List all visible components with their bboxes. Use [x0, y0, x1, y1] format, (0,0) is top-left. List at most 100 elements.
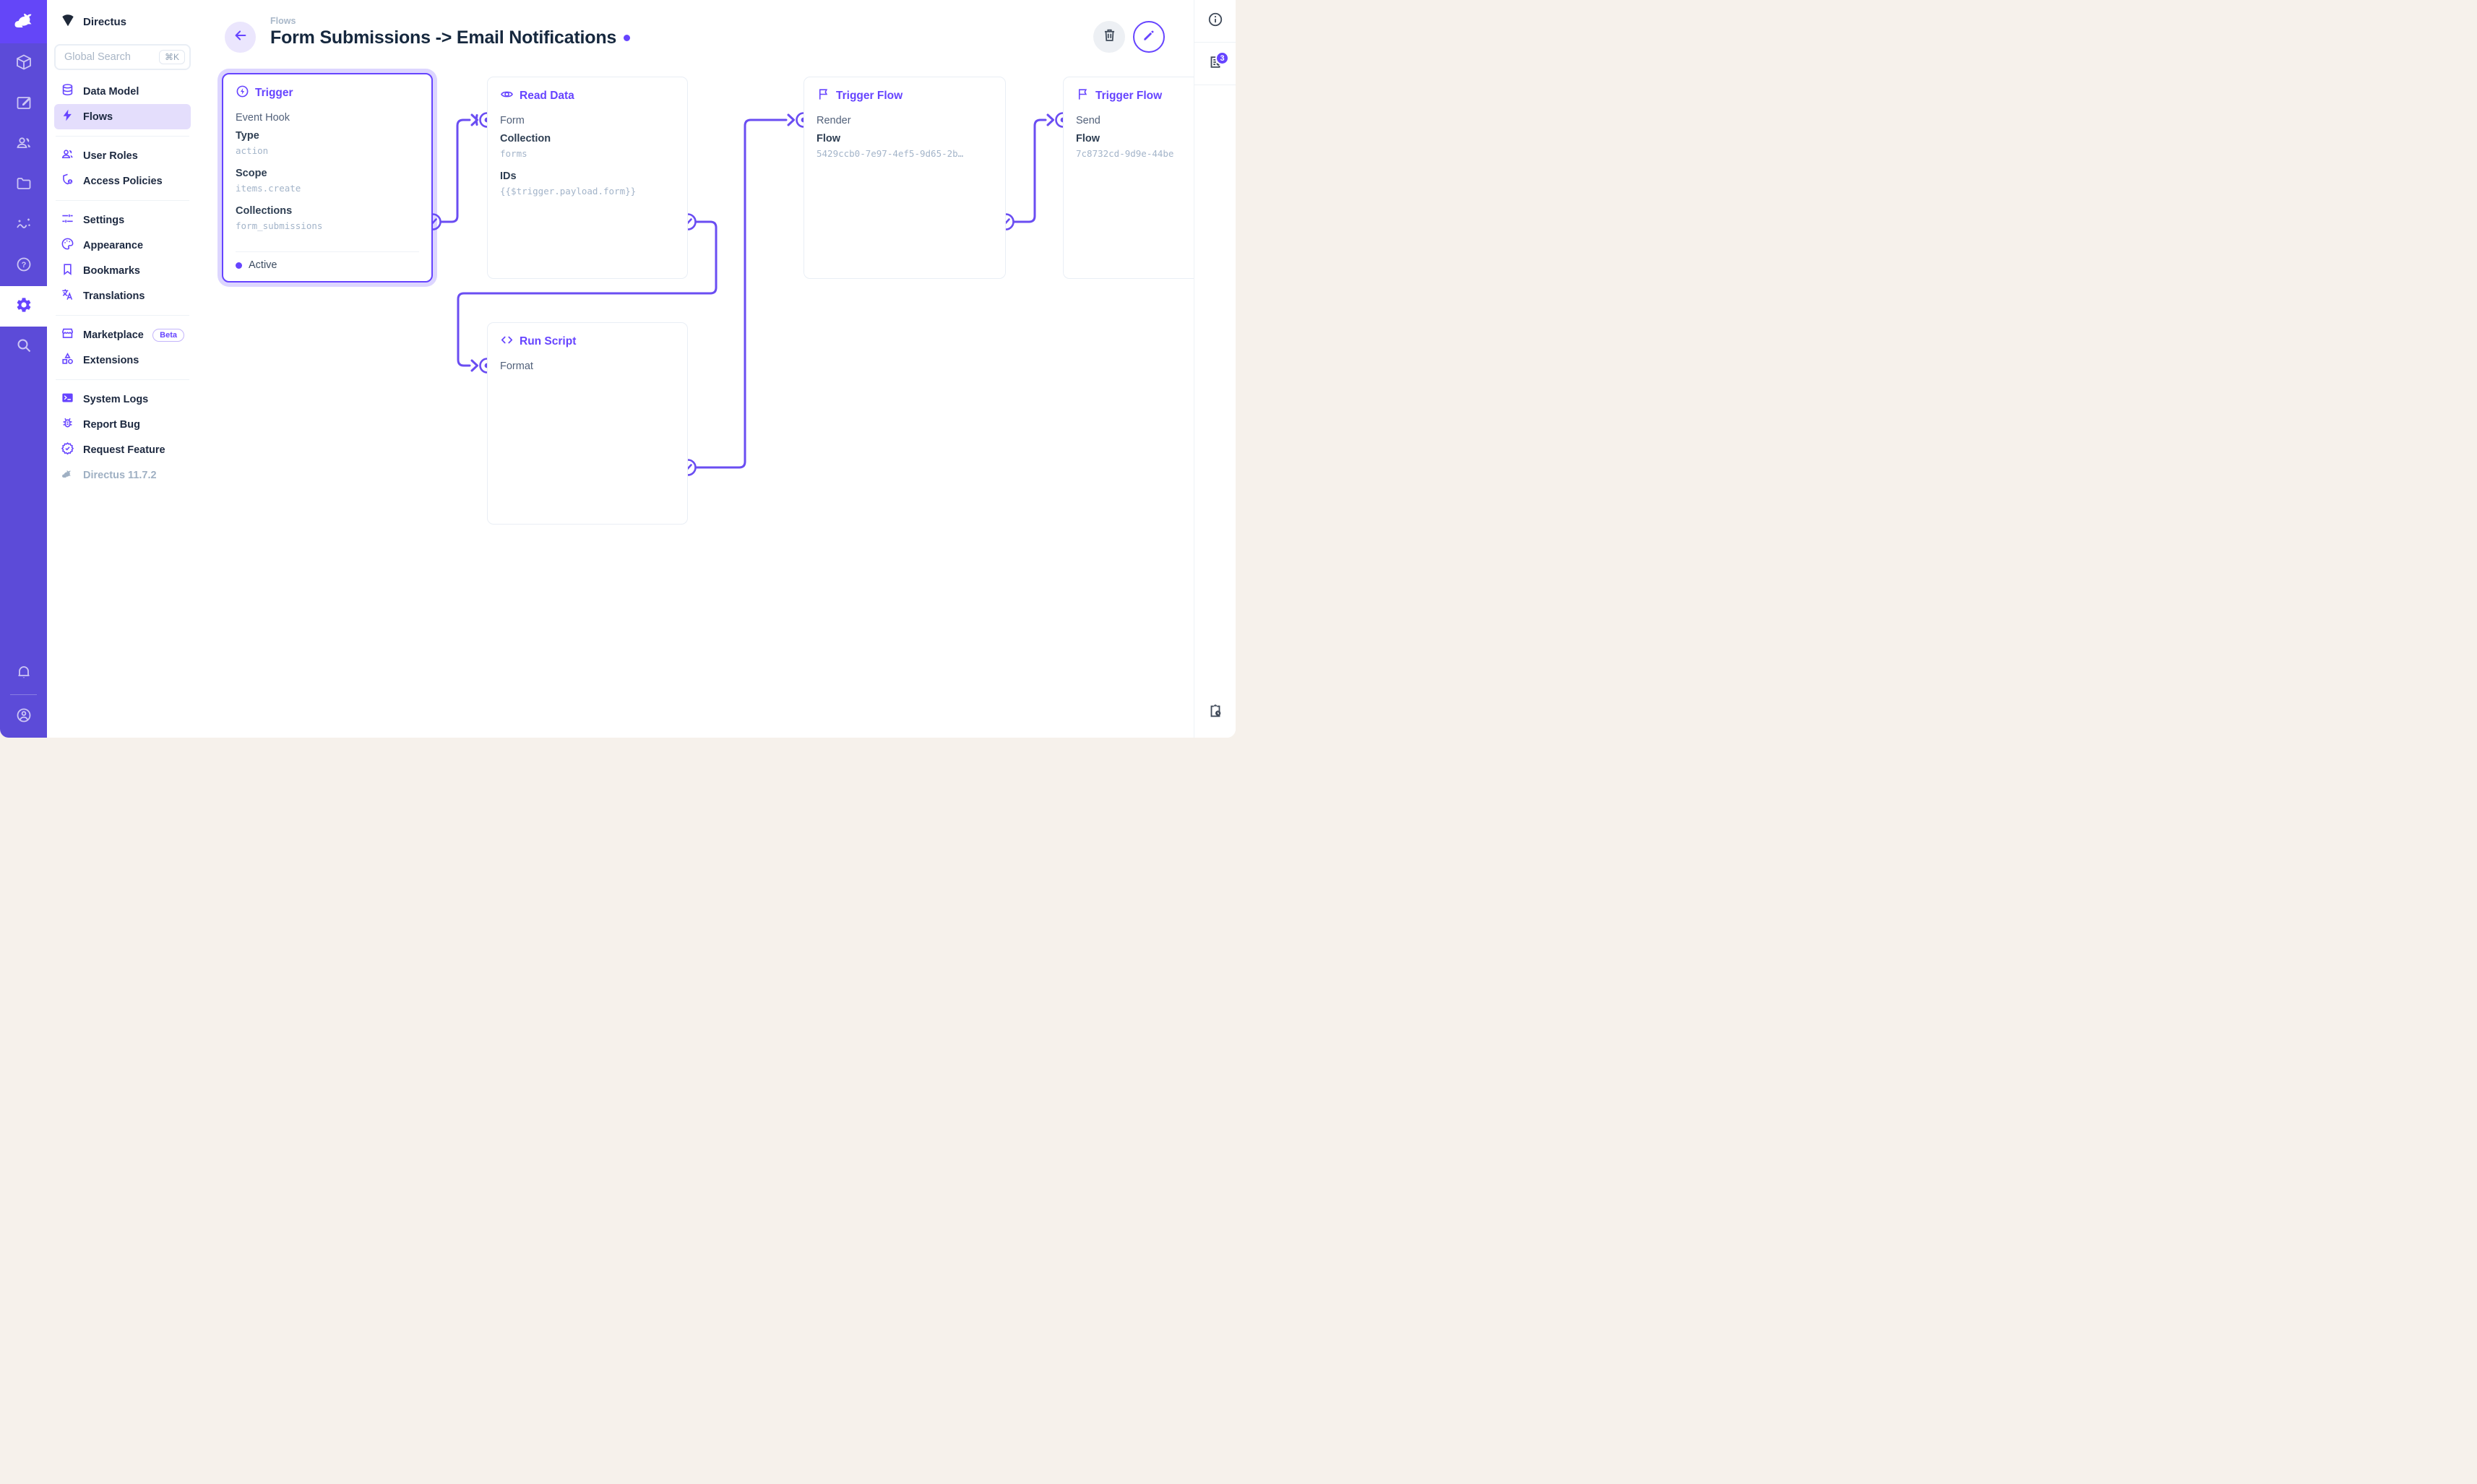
sidebar-item-label: Settings: [83, 214, 125, 226]
sidebar-item-label: Access Policies: [83, 175, 163, 187]
directus-logo[interactable]: [0, 0, 47, 43]
sidebar-item-label: Report Bug: [83, 418, 140, 431]
sidebar-item-request-feature[interactable]: Request Feature: [54, 437, 191, 462]
flow-node-run-script[interactable]: Run Script Format: [487, 322, 688, 525]
module-bar: ?: [0, 0, 47, 738]
trash-icon: [1102, 27, 1117, 46]
trigger-flow-label: Flow: [1076, 133, 1100, 144]
info-icon: [1207, 12, 1223, 31]
terminal-icon: [61, 391, 74, 407]
trigger-collections-label: Collections: [236, 205, 293, 217]
project-shield-icon: [60, 12, 76, 31]
search-shortcut-badge: ⌘K: [158, 50, 185, 64]
module-search[interactable]: [0, 327, 47, 367]
sidebar-item-version[interactable]: Directus 11.7.2: [54, 462, 191, 488]
help-icon: ?: [15, 256, 33, 277]
project-name: Directus: [83, 15, 127, 28]
global-search-input[interactable]: Global Search ⌘K: [54, 44, 191, 70]
feature-check-icon: [61, 441, 74, 458]
trigger-type-value: action: [236, 145, 269, 156]
trigger-subtitle: Event Hook: [236, 112, 290, 124]
flow-logs-button[interactable]: 3: [1194, 43, 1236, 85]
users-icon: [61, 147, 74, 164]
storefront-icon: [61, 327, 74, 343]
notifications-button[interactable]: [0, 653, 47, 694]
cube-icon: [15, 53, 33, 74]
gear-icon: [15, 296, 33, 317]
user-avatar-icon: [15, 707, 33, 728]
breadcrumb[interactable]: Flows: [270, 16, 296, 26]
sidebar-item-label: Bookmarks: [83, 264, 140, 277]
sidebar-item-user-roles[interactable]: User Roles: [54, 143, 191, 168]
sidebar-item-label: User Roles: [83, 150, 138, 162]
module-content[interactable]: [0, 84, 47, 124]
sidebar-item-report-bug[interactable]: Report Bug: [54, 412, 191, 437]
read-data-ids-value: {{$trigger.payload.form}}: [500, 186, 637, 197]
module-insights[interactable]: [0, 205, 47, 246]
insights-icon: [15, 215, 33, 236]
edit-icon: [15, 94, 33, 115]
bolt-circle-icon: [236, 85, 249, 102]
sidebar-item-settings[interactable]: Settings: [54, 207, 191, 233]
node-title: Trigger Flow: [836, 90, 903, 102]
sidebar-item-label: Request Feature: [83, 444, 165, 456]
read-data-ids-label: IDs: [500, 171, 517, 182]
sidebar-item-label: Translations: [83, 290, 145, 302]
trigger-flow-key: Send: [1076, 115, 1100, 126]
bug-icon: [61, 416, 74, 433]
logs-count-badge: 3: [1215, 51, 1229, 65]
back-button[interactable]: [225, 22, 256, 53]
sidebar-item-label: Directus 11.7.2: [83, 469, 157, 481]
beta-badge: Beta: [152, 328, 184, 342]
translate-icon: [61, 288, 74, 304]
flow-node-trigger-flow-render[interactable]: Trigger Flow Render Flow 5429ccb0-7e97-4…: [804, 77, 1006, 279]
module-data-studio[interactable]: [0, 43, 47, 84]
node-title: Run Script: [520, 335, 577, 348]
clipboard-clock-icon: [1207, 703, 1223, 722]
arrow-left-icon: [233, 27, 249, 47]
node-title: Trigger Flow: [1095, 90, 1163, 102]
sidebar-item-label: Appearance: [83, 239, 144, 251]
sidebar-item-system-logs[interactable]: System Logs: [54, 387, 191, 412]
flow-canvas[interactable]: Flows Form Submissions -> Email Notifica…: [198, 0, 1194, 738]
sidebar-item-access-policies[interactable]: Access Policies: [54, 168, 191, 194]
sidebar-item-bookmarks[interactable]: Bookmarks: [54, 258, 191, 283]
shapes-icon: [61, 352, 74, 368]
rabbit-gray-icon: [61, 467, 74, 483]
module-settings-active[interactable]: [0, 286, 47, 327]
sidebar-item-data-model[interactable]: Data Model: [54, 79, 191, 104]
trigger-type-label: Type: [236, 130, 259, 142]
module-bar-divider: [10, 694, 37, 695]
trigger-scope-value: items.create: [236, 183, 301, 194]
module-files[interactable]: [0, 165, 47, 205]
flow-node-trigger[interactable]: Trigger Event Hook Type action Scope ite…: [222, 73, 433, 282]
folder-icon: [15, 175, 33, 196]
flow-node-trigger-flow-send[interactable]: Trigger Flow Send Flow 7c8732cd-9d9e-44b…: [1063, 77, 1194, 279]
sidebar-item-translations[interactable]: Translations: [54, 283, 191, 309]
database-icon: [61, 83, 74, 100]
sidebar-divider: [56, 315, 189, 316]
active-status-dot: [236, 262, 242, 269]
bell-icon: [15, 663, 33, 684]
trigger-flow-key: Render: [817, 115, 851, 126]
right-sidebar-divider: [1194, 42, 1236, 43]
module-help[interactable]: ?: [0, 246, 47, 286]
sidebar-item-appearance[interactable]: Appearance: [54, 233, 191, 258]
info-sidebar-button[interactable]: [1194, 0, 1236, 42]
sidebar-item-flows[interactable]: Flows: [54, 104, 191, 129]
current-user-button[interactable]: [0, 696, 47, 737]
delete-flow-button[interactable]: [1093, 21, 1125, 53]
pending-revisions-button[interactable]: [1194, 691, 1236, 733]
trigger-flow-value: 7c8732cd-9d9e-44be: [1076, 148, 1174, 159]
node-title: Read Data: [520, 90, 574, 102]
sidebar-divider: [56, 379, 189, 380]
search-placeholder: Global Search: [64, 51, 131, 63]
shield-user-icon: [61, 173, 74, 189]
project-header[interactable]: Directus: [47, 0, 198, 38]
sidebar-item-marketplace[interactable]: Marketplace Beta: [54, 322, 191, 348]
flow-node-read-data[interactable]: Read Data Form Collection forms IDs {{$t…: [487, 77, 688, 279]
edit-flow-button[interactable]: [1133, 21, 1165, 53]
sidebar-item-extensions[interactable]: Extensions: [54, 348, 191, 373]
code-icon: [500, 333, 514, 350]
module-users[interactable]: [0, 124, 47, 165]
